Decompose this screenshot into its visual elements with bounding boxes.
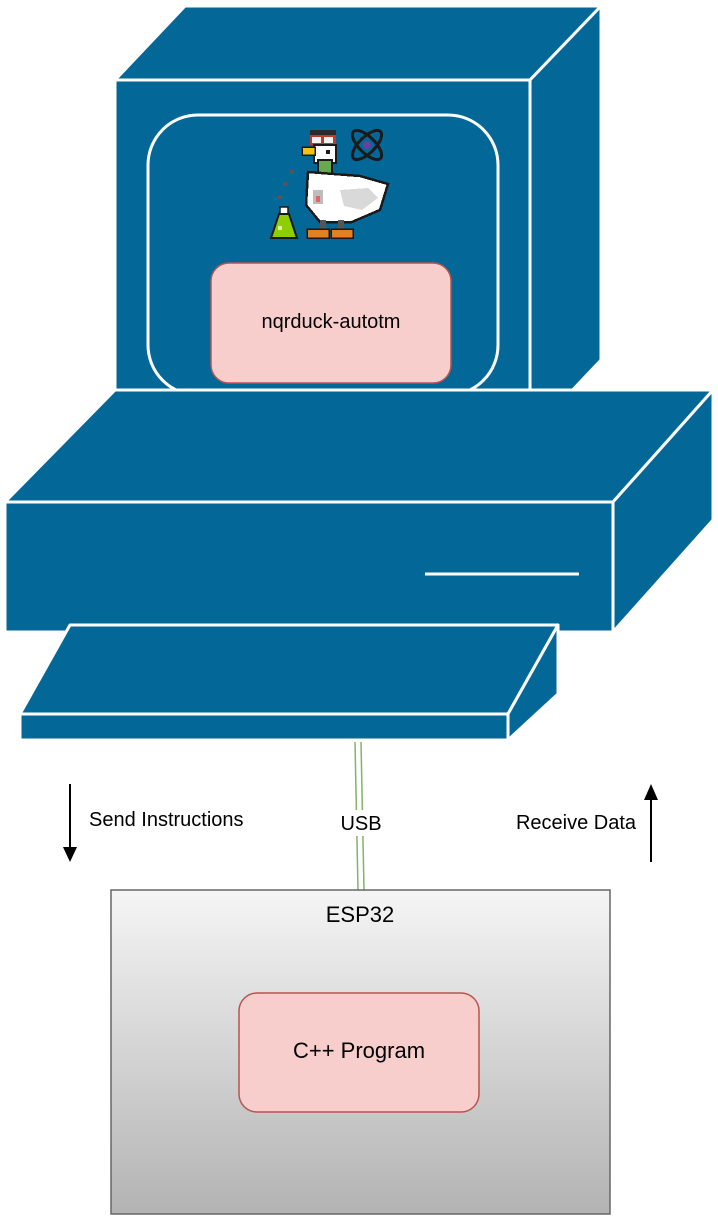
base-top-face — [3, 388, 715, 504]
receive-arrow — [644, 784, 658, 862]
keyboard — [18, 623, 560, 742]
monitor-side-face — [528, 4, 603, 437]
receive-data-label: Receive Data — [516, 812, 637, 834]
keyboard-front-face — [18, 712, 510, 742]
flask-icon — [269, 206, 299, 239]
send-arrow — [63, 784, 77, 862]
cpp-program-box — [238, 992, 480, 1113]
app-box — [210, 262, 452, 384]
atom-icon — [350, 128, 384, 162]
send-instructions-label: Send Instructions — [89, 809, 244, 831]
keyboard-top-face — [18, 623, 560, 716]
cpp-program-label: C++ Program — [293, 1038, 425, 1063]
esp32-label: ESP32 — [326, 902, 395, 927]
usb-label: USB — [340, 813, 381, 835]
computer-base — [3, 388, 715, 634]
app-box-label: nqrduck-autotm — [262, 311, 401, 333]
usb-label-bg — [334, 810, 388, 836]
monitor-top-face — [113, 4, 603, 82]
base-front-face — [3, 500, 615, 634]
duck-scientist-icon — [278, 130, 390, 239]
